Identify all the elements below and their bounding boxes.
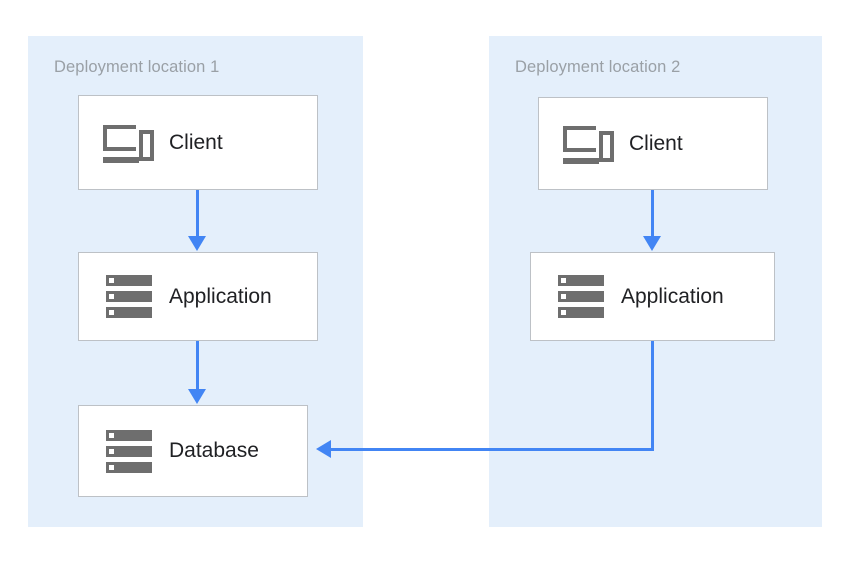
node-database-1-label: Database <box>169 439 259 462</box>
node-client-1-label: Client <box>169 130 223 154</box>
arrowhead-app2-to-db1 <box>316 440 331 458</box>
connector-app2-to-db1-horizontal <box>331 448 653 451</box>
arrowhead-client1-to-app1 <box>188 236 206 251</box>
server-icon <box>101 275 157 319</box>
server-icon <box>101 429 157 473</box>
node-client-2-label: Client <box>629 131 683 155</box>
node-application-2-label: Application <box>621 284 724 308</box>
server-icon <box>553 275 609 319</box>
connector-app1-to-db1 <box>196 341 199 389</box>
node-client-1[interactable]: Client <box>78 95 318 190</box>
node-database-1[interactable]: Database <box>78 405 308 497</box>
node-application-1[interactable]: Application <box>78 252 318 341</box>
connector-client2-to-app2 <box>651 190 654 238</box>
devices-icon <box>561 122 617 166</box>
arrowhead-app1-to-db1 <box>188 389 206 404</box>
devices-icon <box>101 121 157 165</box>
node-client-2[interactable]: Client <box>538 97 768 190</box>
node-application-1-label: Application <box>169 284 272 308</box>
connector-client1-to-app1 <box>196 190 199 238</box>
arrowhead-client2-to-app2 <box>643 236 661 251</box>
node-application-2[interactable]: Application <box>530 252 775 341</box>
zone-1-title: Deployment location 1 <box>54 58 220 76</box>
zone-2-title: Deployment location 2 <box>515 58 681 76</box>
connector-app2-to-db1-vertical <box>651 341 654 451</box>
